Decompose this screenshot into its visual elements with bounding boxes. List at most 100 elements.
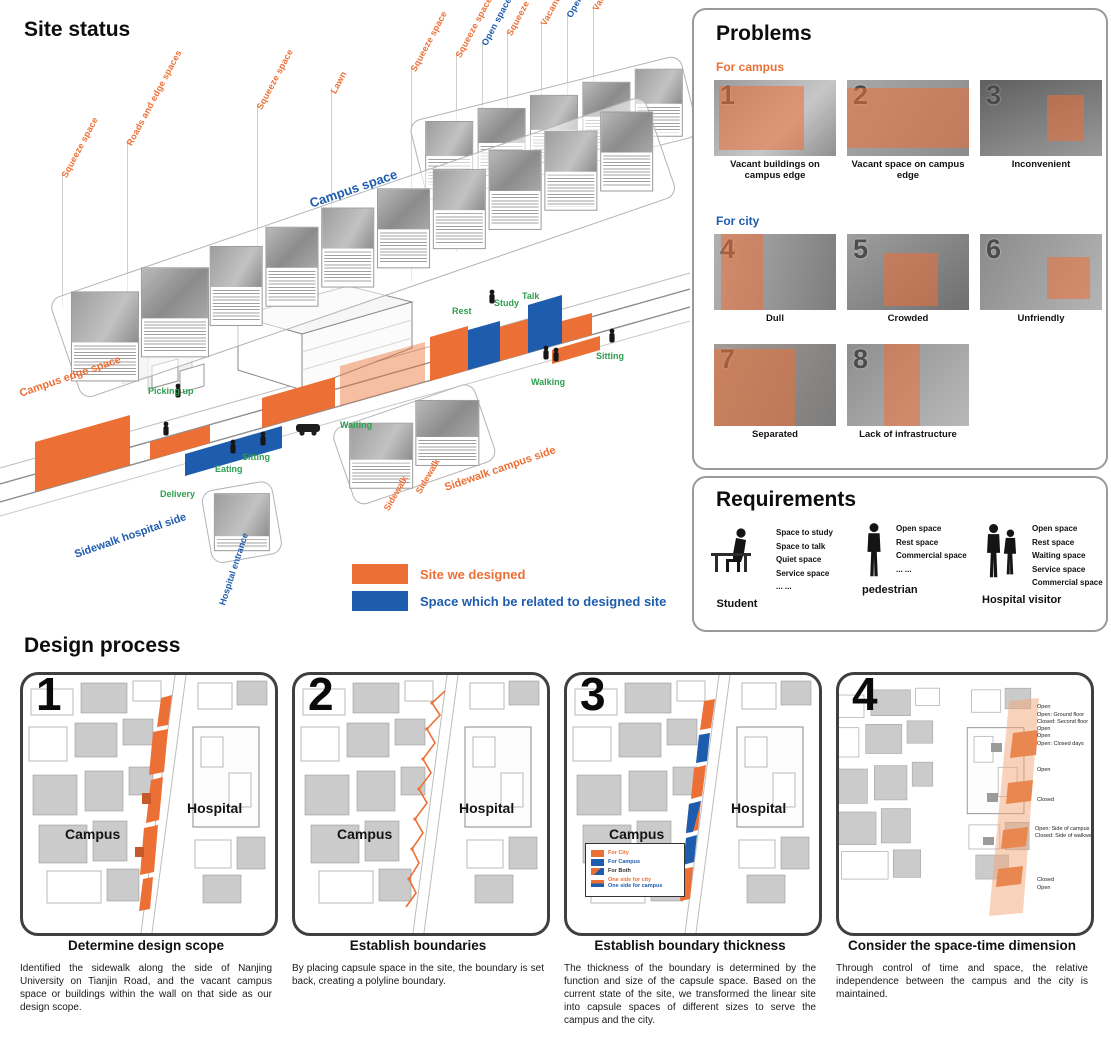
campus-label: Campus [65,826,120,842]
photo-card [377,188,431,269]
problem-photo: 8 Lack of infrastructure [847,344,969,440]
step-number: 3 [580,672,606,720]
persona-name: pedestrian [862,584,918,596]
time-annotation: Open [1037,767,1050,773]
photo-caption: Dull [766,313,784,324]
hospital-visitor-needs: Open space Rest space Waiting space Serv… [1032,522,1103,590]
time-annotation: Closed: Second floor [1037,719,1088,725]
activity-label: Study [494,298,520,308]
need-item: ... ... [896,564,912,574]
for-campus-photos: 1 Vacant buildings on campus edge 2 Vaca… [714,80,1102,182]
activity-label: Walking [531,377,566,387]
activity-label: Sitting [596,351,624,361]
time-annotation: Open [1037,704,1050,710]
problem-photo: 1 Vacant buildings on campus edge [714,80,836,182]
site-legend: Site we designed Space which be related … [352,564,666,618]
problem-photo: 5 Crowded [847,234,969,324]
activity-label: Talk [522,291,540,301]
legend-row: For Both [591,868,679,875]
legend-label: Site we designed [420,566,526,582]
photo-card [544,130,598,211]
activity-label: Rest [452,306,472,316]
campus-label: Campus [609,826,664,842]
step-caption: Establish boundary thickness [594,938,786,953]
need-item: Waiting space [1032,551,1086,561]
for-city-photos-row2: 7 Separated 8 Lack of infrastructure [714,344,1102,440]
need-item: Open space [896,524,942,533]
photo-card [140,267,209,358]
activity-label: Waiting [340,420,373,430]
for-city-label: For city [716,214,760,228]
need-item: Space to study [776,528,833,537]
orange-swatch [352,564,408,584]
highlight-overlay [847,87,969,149]
requirements-title: Requirements [716,488,857,511]
legend-label: Space which be related to designed site [420,593,667,609]
orange-swatch [591,850,604,857]
time-annotation: Closed: Side of walkway [1035,833,1091,839]
blue-swatch [352,591,408,611]
highlight-overlay [718,86,805,150]
design-step-1: 1 Campus Hospital [20,672,278,936]
need-item: Commercial space [1032,578,1103,588]
photo-caption: Vacant buildings on campus edge [730,159,820,182]
problem-photo: 3 Inconvenient [980,80,1102,182]
guide-line: Squeeze space [255,47,295,304]
step-caption: Determine design scope [67,938,225,953]
hospital-label: Hospital [731,800,786,816]
activity-label: Delivery [160,489,196,499]
photo-number: 6 [986,234,1002,264]
photo-caption: Inconvenient [1011,159,1071,170]
guide-line: Squeeze space [60,115,100,307]
design-step-4: 4 Open Open: Ground floor Closed: Second… [836,672,1094,936]
legend-row: For Campus [591,859,679,866]
legend-label: For City [608,850,629,857]
guide-line: Lawn [329,70,349,293]
step-text: Identified the sidewalk along the side o… [20,963,272,1013]
split-swatch [591,868,604,875]
problem-photo: 2 Vacant space on campus edge [847,80,969,182]
design-process-title: Design process [24,634,181,657]
map-step-1: Campus Hospital [28,675,268,933]
step-number: 2 [308,672,334,720]
pedestrian-icon [867,523,881,577]
time-annotation: Closed [1037,797,1054,803]
student-needs: Space to study Space to talk Quiet space… [776,526,833,594]
need-item: ... ... [776,582,792,592]
step-text: The thickness of the boundary is determi… [564,963,816,1026]
for-campus-label: For campus [716,60,785,74]
photo-caption: Lack of infrastructure [859,429,957,440]
photo-number: 3 [986,80,1002,110]
photo-card [488,149,542,230]
photo-caption: Separated [752,429,798,440]
persona-name: Student [716,597,758,610]
need-item: Space to talk [776,541,826,551]
step-caption: Consider the space-time dimension [847,938,1077,953]
legend-row: Site we designed [352,564,666,584]
photo-card [432,169,486,250]
hospital-label: Hospital [187,800,242,816]
need-item: Open space [1032,524,1078,533]
campus-label: Campus [337,826,392,842]
step-text: By placing capsule space in the site, th… [292,963,544,987]
need-item: Quiet space [776,555,822,565]
design-step-2: 2 Campus Hospital [292,672,550,936]
time-annotation: Open: Ground floor [1037,712,1084,718]
problem-photo: 4 Dull [714,234,836,324]
photo-card [415,399,480,466]
requirements-panel: Requirements Space to study Space to tal… [692,476,1108,632]
site-status-title: Site status [24,18,131,41]
car-icon [296,424,320,436]
highlight-overlay [1047,95,1084,141]
problems-panel: Problems For campus 1 Vacant buildings o… [692,8,1108,470]
photo-number: 5 [853,234,869,264]
need-item: Service space [776,568,830,578]
step-number: 4 [852,672,878,720]
time-annotation: Open [1037,885,1050,891]
activity-label: Picking up [148,386,194,396]
photo-caption: Vacant space on campus edge [851,159,965,182]
blue-swatch [591,859,604,866]
